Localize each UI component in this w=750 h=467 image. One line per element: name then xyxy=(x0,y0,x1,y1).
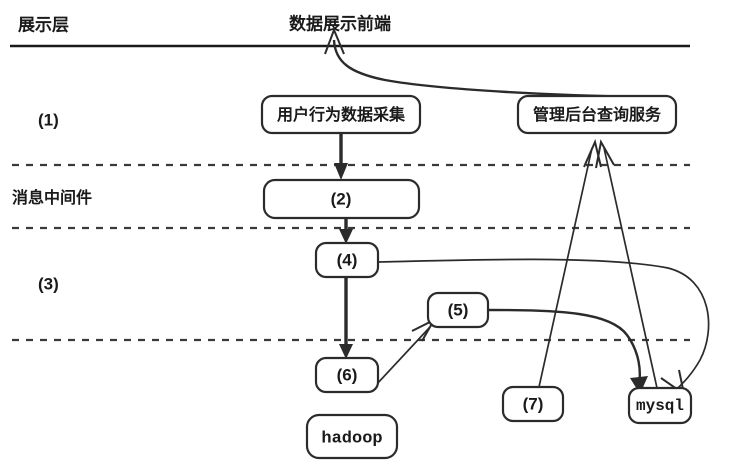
node-7[interactable]: (7) xyxy=(501,385,565,423)
layer-label-processing: (3) xyxy=(38,274,59,293)
node-collector-label: 用户行为数据采集 xyxy=(277,105,406,124)
node-mq[interactable]: (2) xyxy=(262,178,421,220)
node-collector[interactable]: 用户行为数据采集 xyxy=(260,94,422,135)
edge-adminquery-to-frontend xyxy=(324,27,658,99)
node-5-label: (5) xyxy=(448,300,469,319)
node-mq-label: (2) xyxy=(331,189,352,208)
edge-stream-to-mysql xyxy=(377,258,710,397)
node-hadoop[interactable]: hadoop xyxy=(305,413,399,460)
node-7-label: (7) xyxy=(523,394,544,413)
node-stream-label: (4) xyxy=(337,250,358,269)
node-hadoop-shape[interactable] xyxy=(305,413,399,460)
layer-label-presentation: 展示层 xyxy=(18,15,69,34)
node-5[interactable]: (5) xyxy=(426,291,490,329)
edge-node7-to-adminquery xyxy=(538,138,602,388)
edge-stream-to-node6 xyxy=(339,276,353,359)
node-mq-shape[interactable] xyxy=(262,178,421,220)
node-stream-shape[interactable] xyxy=(314,241,380,279)
edge-mq-to-stream xyxy=(339,218,353,244)
node-mysql-shape[interactable] xyxy=(627,386,693,425)
edge-collector-to-mq xyxy=(334,133,348,180)
edge-mysql-to-adminquery xyxy=(595,139,658,389)
node-6-shape[interactable] xyxy=(314,356,380,394)
layer-label-collection: (1) xyxy=(38,110,59,129)
node-mysql-label: mysql xyxy=(636,397,684,415)
node-6-label: (6) xyxy=(337,365,358,384)
edge-node6-to-node5 xyxy=(375,317,437,386)
node-frontend-label: 数据展示前端 xyxy=(289,13,391,33)
node-admin-query-label: 管理后台查询服务 xyxy=(533,105,662,124)
node-5-shape[interactable] xyxy=(426,291,490,329)
layer-label-middleware: 消息中间件 xyxy=(12,188,92,207)
node-7-shape[interactable] xyxy=(501,385,565,423)
node-collector-shape[interactable] xyxy=(260,94,422,135)
node-admin-query-shape[interactable] xyxy=(516,94,678,135)
node-stream[interactable]: (4) xyxy=(314,241,380,279)
node-6[interactable]: (6) xyxy=(314,356,380,394)
node-mysql[interactable]: mysql xyxy=(627,386,693,425)
edge-node5-to-mysql xyxy=(487,308,648,394)
node-hadoop-label: hadoop xyxy=(321,429,382,448)
node-admin-query[interactable]: 管理后台查询服务 xyxy=(516,94,678,135)
